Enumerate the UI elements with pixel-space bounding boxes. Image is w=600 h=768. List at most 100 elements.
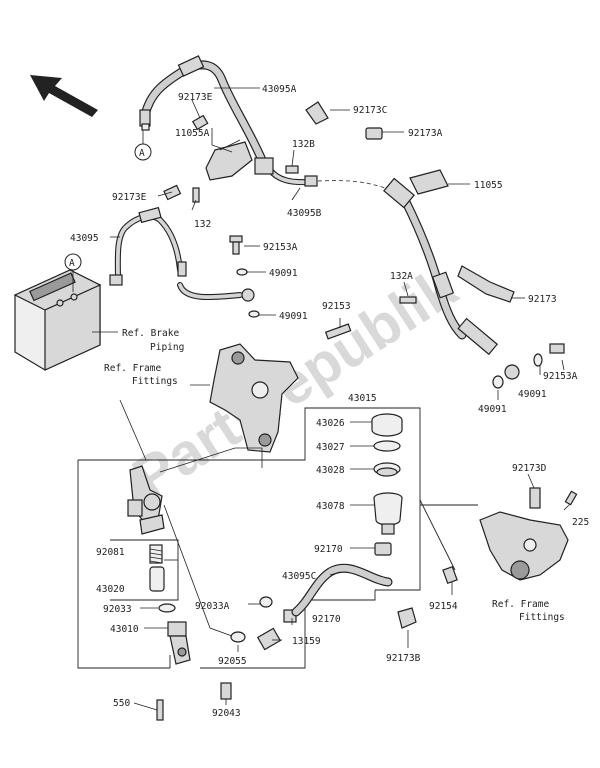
part-label-43026: 43026 [316,418,345,429]
part-label-92153A-top: 92153A [263,242,298,253]
reservoir-group-frame [419,499,478,571]
assembly-frame-outline [77,407,421,669]
part-label-43028: 43028 [316,465,345,476]
part-label-49091-top: 49091 [269,268,298,279]
part-label-92081: 92081 [96,547,125,558]
bracket-11055 [409,169,449,195]
part-label-49091-r2: 49091 [478,404,507,415]
bolt-132B [285,165,299,174]
bolt-92153A-right [549,343,565,354]
part-label-11055: 11055 [474,180,503,191]
diaphragm-43028 [373,462,401,477]
washer-49091-top [236,268,248,276]
footrest-bracket-right [479,511,569,581]
cap-43026 [371,413,403,437]
part-number-labels: 43095A 92173E 11055A 92173E 132 132B 430… [70,84,589,719]
part-label-49091-r1: 49091 [518,389,547,400]
circlip-92033 [158,603,176,613]
bracket-92173D [529,487,541,509]
clamp-92173B [397,607,417,629]
spring-92081 [149,544,163,564]
footrest-bracket-left [209,343,299,453]
washer-49091-mid [248,310,260,318]
part-label-43015: 43015 [348,393,377,404]
part-label-43010: 43010 [110,624,139,635]
callout-a-lower: A [64,253,82,292]
part-label-92173E-low: 92173E [112,192,147,203]
oring-92055 [230,631,246,643]
part-label-92154: 92154 [429,601,458,612]
bolt-92153 [324,323,352,340]
washer-49091-r1 [533,353,543,367]
part-label-43095: 43095 [70,233,99,244]
leader-lines [92,87,571,711]
brake-hose-43095A [139,55,267,165]
part-label-43095A: 43095A [262,84,297,95]
bolt-132A [399,296,417,304]
part-label-43095B: 43095B [287,208,322,219]
screw-92154 [442,565,458,585]
abs-hydraulic-unit [13,265,102,371]
part-label-92173C: 92173C [353,105,387,116]
part-label-13159: 13159 [292,636,321,647]
ref-frame-fittings-right-line2: Fittings [519,612,565,623]
ref-frame-fittings-left: Ref. Frame Fittings [104,363,178,387]
part-label-92153A-right: 92153A [543,371,578,382]
bolt-225 [564,490,578,506]
brake-hose-43095 [109,206,255,302]
ref-frame-fittings-right-line1: Ref. Frame [492,599,549,610]
ref-frame-fittings-right: Ref. Frame Fittings [492,599,565,623]
part-label-92033A: 92033A [195,601,230,612]
part-label-43020: 43020 [96,584,125,595]
part-label-92153: 92153 [322,301,351,312]
spring-group-bracket [110,539,179,601]
master-cylinder-body [127,465,165,535]
clamp-92173A [365,127,383,140]
washer-49091-r2 [492,375,504,389]
ref-brake-piping-line2: Piping [150,342,184,353]
pin-550 [156,699,164,721]
fitting-13159 [256,627,282,651]
ref-brake-piping: Ref. Brake Piping [122,328,184,353]
bolt-92153A-top [229,235,243,255]
part-label-43095C: 43095C [282,571,316,582]
part-label-92173: 92173 [528,294,557,305]
piston-43020 [149,566,165,592]
callout-a-upper: A [134,130,152,161]
clamp-92173E-top [191,114,209,131]
part-label-92173A: 92173A [408,128,443,139]
part-label-92170-top: 92170 [314,544,343,555]
reservoir-43078 [373,492,403,535]
bolt-132 [192,187,200,203]
callout-a-lower-letter: A [69,258,75,269]
bracket-11055A [205,141,274,181]
callout-a-upper-letter: A [139,148,145,159]
part-label-92170-low: 92170 [312,614,341,625]
clamp-92170-top [374,542,392,556]
part-label-132A: 132A [390,271,413,282]
clamp-92173E-low [163,184,182,201]
ref-brake-piping-line1: Ref. Brake [122,328,179,339]
oring-92033A [259,596,273,608]
part-label-43027: 43027 [316,442,345,453]
part-label-92173B: 92173B [386,653,421,664]
clamp-92173C [305,101,329,125]
part-label-43078: 43078 [316,501,345,512]
ref-frame-fittings-left-line1: Ref. Frame [104,363,161,374]
hose-43095C [291,563,393,617]
part-label-92173D: 92173D [512,463,547,474]
bracket-92173 [457,265,515,303]
part-label-225: 225 [572,517,589,528]
pushrod-43010 [167,621,191,665]
ref-frame-fittings-left-line2: Fittings [132,376,178,387]
bolt-92043 [220,682,232,700]
part-label-132: 132 [194,219,211,230]
part-label-11055A: 11055A [175,128,210,139]
part-label-92055: 92055 [218,656,247,667]
part-label-92043: 92043 [212,708,241,719]
part-label-49091-mid: 49091 [279,311,308,322]
part-label-92173E-top: 92173E [178,92,213,103]
part-label-92033: 92033 [103,604,132,615]
